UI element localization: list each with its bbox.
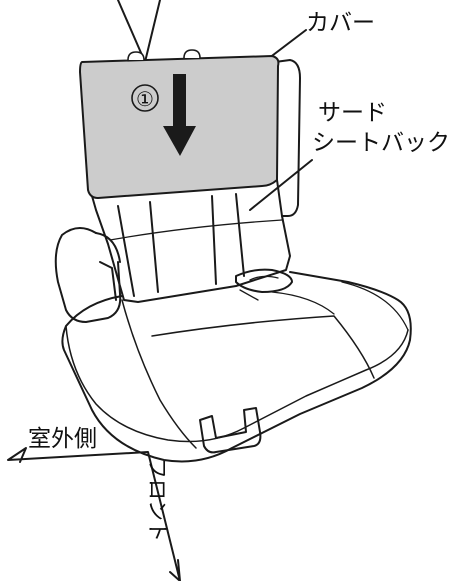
cover-label: カバー [306,10,375,36]
right-side-panel [274,59,301,217]
step-number: ① [136,87,154,111]
seatback-leader [249,159,313,211]
step-marker: ① [131,84,159,112]
seat-cushion [61,271,412,463]
front-label: フロント [145,458,169,542]
outside-arrow [7,447,181,581]
down-arrow-icon [163,74,196,156]
latch [199,407,262,454]
third-seatback-label-line1: サード [318,100,387,126]
third-seatback-label-line2: シートバック [312,130,450,156]
outside-label: 室外側 [28,426,97,452]
seatback-body [91,179,291,303]
left-armrest [54,227,122,323]
